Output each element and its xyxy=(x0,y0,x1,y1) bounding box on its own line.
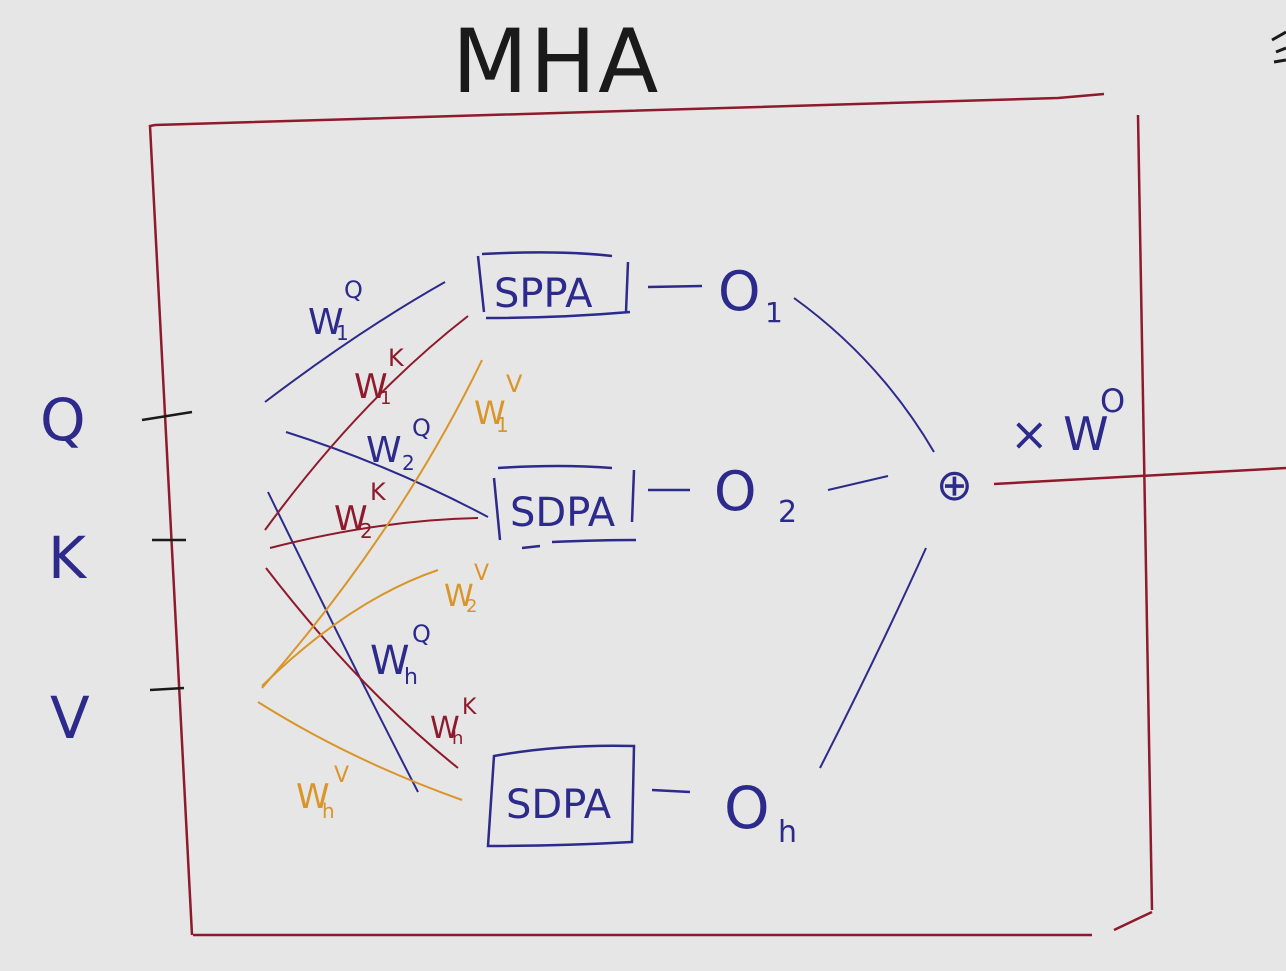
svg-text:1: 1 xyxy=(496,413,509,437)
query-projection-lines xyxy=(264,281,489,793)
svg-text:Q: Q xyxy=(344,276,363,304)
mha-frame xyxy=(148,92,1154,937)
svg-text:2: 2 xyxy=(402,451,415,475)
svg-text:Q: Q xyxy=(412,620,431,648)
input-stubs xyxy=(141,410,193,692)
key-projection-lines xyxy=(264,315,479,769)
svg-text:K: K xyxy=(370,478,387,506)
input-k-label: K xyxy=(48,524,88,592)
weight-w1q: W 1 Q xyxy=(308,276,363,345)
final-output-line xyxy=(993,466,1286,486)
output-1-base: O xyxy=(718,260,761,323)
weight-whq: W h Q xyxy=(370,620,431,690)
svg-text:1: 1 xyxy=(380,388,391,409)
input-q-label: Q xyxy=(40,386,86,454)
svg-text:K: K xyxy=(388,344,405,372)
output-2-sub: 2 xyxy=(778,495,797,530)
svg-text:1: 1 xyxy=(336,321,349,345)
weight-w2q: W 2 Q xyxy=(366,414,431,475)
edge-mark xyxy=(1271,30,1286,64)
svg-text:W: W xyxy=(444,579,474,614)
output-1-sub: 1 xyxy=(765,296,783,329)
head-1-block xyxy=(476,251,631,320)
svg-text:W: W xyxy=(474,394,506,432)
svg-text:W: W xyxy=(308,302,344,343)
head-1-label: SPPA xyxy=(494,271,593,317)
head-h-label: SDPA xyxy=(506,782,612,828)
output-h-base: O xyxy=(724,774,770,842)
weight-whv: W h V xyxy=(296,763,349,823)
svg-text:2: 2 xyxy=(466,596,477,617)
svg-text:V: V xyxy=(506,370,523,398)
weight-w2v: W 2 V xyxy=(444,561,489,617)
concat-symbol: ⊕ xyxy=(936,460,973,511)
value-projection-lines xyxy=(257,359,483,801)
svg-text:W: W xyxy=(354,367,388,407)
weight-w2k: W 2 K xyxy=(334,478,387,543)
weight-w1k: W 1 K xyxy=(354,344,405,409)
output-h-sub: h xyxy=(778,815,797,850)
svg-text:V: V xyxy=(334,763,349,788)
diagram-title: MHA xyxy=(452,10,660,113)
head-2-label: SDPA xyxy=(510,490,616,536)
svg-text:W: W xyxy=(366,430,402,471)
weight-whk: W h K xyxy=(430,695,477,749)
svg-text:h: h xyxy=(404,665,418,690)
svg-text:h: h xyxy=(322,799,335,823)
svg-text:W: W xyxy=(370,638,410,684)
svg-text:h: h xyxy=(452,728,463,749)
svg-text:Q: Q xyxy=(412,414,431,442)
svg-text:2: 2 xyxy=(360,519,373,543)
output-projection-sup: O xyxy=(1100,382,1125,420)
svg-text:W: W xyxy=(334,499,368,539)
svg-text:V: V xyxy=(474,561,489,586)
block-output-connectors xyxy=(647,284,703,794)
input-v-label: V xyxy=(50,684,90,752)
output-to-concat-lines xyxy=(793,297,935,769)
svg-text:W: W xyxy=(430,711,460,746)
weight-w1v: W 1 V xyxy=(474,370,523,437)
svg-text:K: K xyxy=(462,695,477,720)
output-projection-label: × W xyxy=(1010,407,1109,461)
head-2-block xyxy=(492,464,637,550)
output-2-base: O xyxy=(714,460,757,523)
head-h-block xyxy=(486,744,636,848)
svg-text:W: W xyxy=(296,777,330,817)
